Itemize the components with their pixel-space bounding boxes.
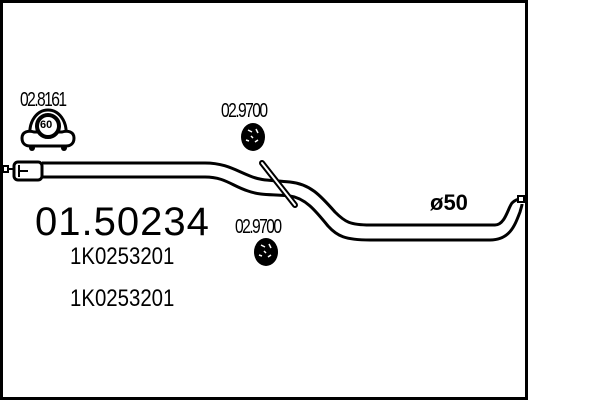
rubber-mount-icon xyxy=(254,238,278,266)
clamp-part-code: 02.8161 xyxy=(20,89,67,111)
pipe-end-cap-left xyxy=(2,165,9,173)
pipe-end-cap-right xyxy=(517,195,525,203)
diameter-label: ø50 xyxy=(430,190,468,215)
article-number: 01.50234 xyxy=(35,200,210,244)
clamp-icon xyxy=(20,108,76,151)
oem-number: 1K0253201 xyxy=(70,243,175,270)
drawing-frame xyxy=(0,0,528,400)
mount-part-code-bottom: 02.9700 xyxy=(235,216,282,238)
pipe-edge-top xyxy=(42,161,522,227)
mount-part-code-top: 02.9700 xyxy=(221,100,268,122)
clamp-size-label: 60 xyxy=(40,119,53,131)
rubber-mount-icon xyxy=(241,123,265,151)
oem-number: 1K0253201 xyxy=(70,285,175,312)
pipe-edge-bottom xyxy=(42,175,524,242)
